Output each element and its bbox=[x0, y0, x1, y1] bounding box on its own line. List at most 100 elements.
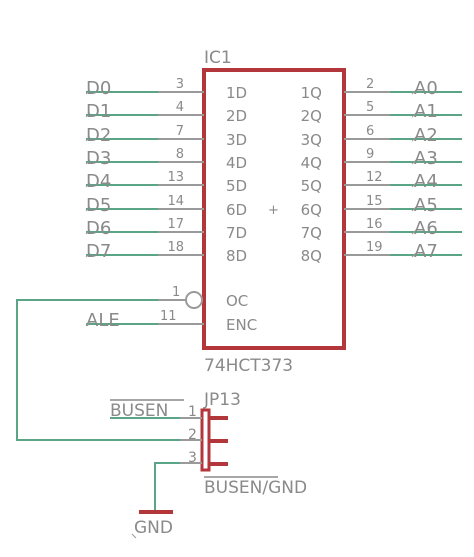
pin-label: 2D bbox=[226, 107, 247, 125]
pin-label: 5D bbox=[226, 177, 247, 195]
net-label: A4 bbox=[414, 171, 438, 192]
net-label: D4 bbox=[86, 171, 111, 192]
pin-label: 2Q bbox=[301, 107, 322, 125]
pin-label: 1Q bbox=[301, 84, 322, 102]
pin-number: 12 bbox=[366, 170, 383, 185]
pin-number: 7 bbox=[176, 124, 184, 139]
pin-label: 3D bbox=[226, 131, 247, 149]
oc-pin-number: 1 bbox=[172, 285, 180, 300]
oc-inversion-bubble bbox=[185, 291, 203, 309]
jumper-body[interactable] bbox=[200, 408, 211, 472]
pin-number: 4 bbox=[176, 100, 184, 115]
pin-label: 4D bbox=[226, 154, 247, 172]
pin-number: 8 bbox=[176, 147, 184, 162]
pin-number: 9 bbox=[366, 147, 374, 162]
pin-label: 7D bbox=[226, 224, 247, 242]
oc-pin-label: OC bbox=[226, 292, 248, 310]
left-pin-row: D4 13 5D bbox=[85, 170, 247, 195]
pin-label: 4Q bbox=[301, 154, 322, 172]
pin-number: 17 bbox=[167, 217, 184, 232]
jumper-value: BUSEN/GND bbox=[204, 478, 307, 498]
net-label-origin bbox=[411, 252, 417, 258]
right-pin-row: 6 3Q A2 bbox=[301, 124, 462, 149]
busen-net-label: BUSEN bbox=[110, 401, 168, 421]
net-label-origin bbox=[411, 112, 417, 118]
net-label: D2 bbox=[86, 125, 111, 146]
left-pin-row: D5 14 6D bbox=[85, 194, 247, 219]
left-pin-row: D3 8 4D bbox=[85, 147, 247, 172]
pin-number: 19 bbox=[366, 240, 383, 255]
left-pin-row: D2 7 3D bbox=[85, 124, 247, 149]
jumper-pin1-number: 1 bbox=[188, 404, 197, 420]
net-label: D1 bbox=[86, 101, 111, 122]
pin-label: 8D bbox=[226, 247, 247, 265]
pin-label: 5Q bbox=[301, 177, 322, 195]
pin-number: 18 bbox=[167, 240, 184, 255]
net-label-origin bbox=[85, 89, 91, 95]
net-label-origin bbox=[85, 252, 91, 258]
net-label: A2 bbox=[414, 125, 438, 146]
right-pin-row: 16 7Q A6 bbox=[301, 217, 462, 242]
net-label-origin bbox=[85, 206, 91, 212]
pin-number: 15 bbox=[366, 194, 383, 209]
net-label-origin bbox=[411, 159, 417, 165]
net-label: A7 bbox=[414, 241, 438, 262]
jumper-pin2-number: 2 bbox=[188, 427, 197, 443]
net-label-origin bbox=[85, 182, 91, 188]
net-label-origin bbox=[85, 136, 91, 142]
pin-label: 6Q bbox=[301, 201, 322, 219]
ale-label-origin bbox=[85, 321, 91, 327]
enc-pin-label: ENC bbox=[226, 316, 257, 334]
net-label: D6 bbox=[86, 218, 111, 239]
net-label: D7 bbox=[86, 241, 111, 262]
net-label-origin bbox=[85, 112, 91, 118]
jumper-value-rest: /GND bbox=[262, 478, 307, 498]
pin-number: 6 bbox=[366, 124, 374, 139]
left-pin-row: D6 17 7D bbox=[85, 217, 247, 242]
pin-number: 5 bbox=[366, 100, 374, 115]
left-pin-row: D1 4 2D bbox=[85, 100, 247, 125]
pin-number: 2 bbox=[366, 77, 374, 92]
net-label: D5 bbox=[86, 195, 111, 216]
jumper-name: JP13 bbox=[203, 390, 241, 410]
pin-label: 8Q bbox=[301, 247, 322, 265]
net-label-origin bbox=[411, 229, 417, 235]
enc-pin-number: 11 bbox=[160, 309, 177, 324]
right-pin-row: 2 1Q A0 bbox=[301, 77, 462, 102]
jumper-value-overlined: BUSEN bbox=[204, 478, 262, 498]
ale-net-label: ALE bbox=[86, 310, 120, 331]
net-label: D3 bbox=[86, 148, 111, 169]
net-label-origin bbox=[85, 229, 91, 235]
origin-marker: + bbox=[268, 203, 279, 218]
net-label-origin bbox=[85, 159, 91, 165]
net-label: A1 bbox=[414, 101, 438, 122]
right-pin-row: 5 2Q A1 bbox=[301, 100, 462, 125]
net-label-origin bbox=[411, 89, 417, 95]
pin-number: 13 bbox=[167, 170, 184, 185]
net-label: A3 bbox=[414, 148, 438, 169]
net-label: A0 bbox=[414, 78, 438, 99]
right-pin-row: 9 4Q A3 bbox=[301, 147, 462, 172]
net-label: A6 bbox=[414, 218, 438, 239]
pin-label: 3Q bbox=[301, 131, 322, 149]
net-label-origin bbox=[411, 182, 417, 188]
pin-label: 7Q bbox=[301, 224, 322, 242]
jumper-pin3-number: 3 bbox=[188, 450, 197, 466]
oc-to-jumper-wire[interactable] bbox=[16, 299, 180, 441]
pin-number: 14 bbox=[167, 194, 184, 209]
ground-label-origin bbox=[131, 533, 137, 539]
net-label-origin bbox=[411, 136, 417, 142]
pin-number: 16 bbox=[366, 217, 383, 232]
gnd-net-wire[interactable] bbox=[154, 462, 180, 512]
right-pin-row: 12 5Q A4 bbox=[301, 170, 462, 195]
pin-label: 6D bbox=[226, 201, 247, 219]
pin-label: 1D bbox=[226, 84, 247, 102]
net-label: D0 bbox=[86, 78, 111, 99]
jumper-pin-stubs bbox=[209, 416, 228, 466]
ic-part-number: 74HCT373 bbox=[204, 356, 293, 376]
